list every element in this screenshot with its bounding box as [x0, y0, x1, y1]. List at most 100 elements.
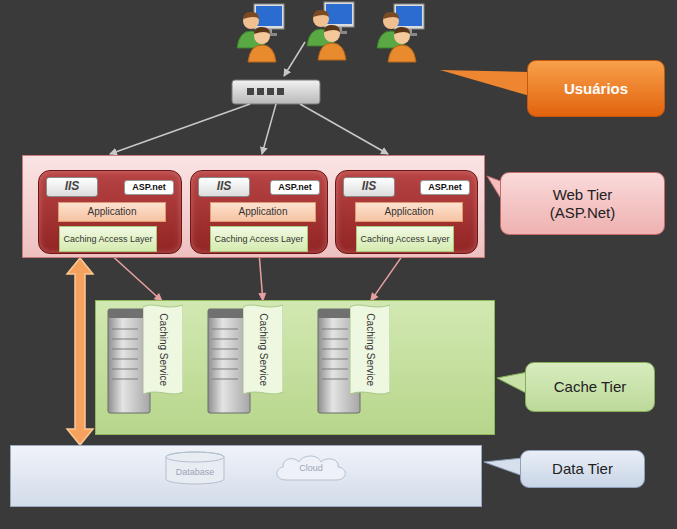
text-holder: Caching Service [350, 302, 390, 397]
text-holder: Caching Service [243, 302, 283, 397]
caching-access-layer: Caching Access Layer [210, 226, 307, 252]
balancer-arrow [110, 104, 250, 154]
node-label: ASP.net [278, 182, 311, 192]
node-label: Application [385, 206, 434, 218]
iis-logo: IIS [343, 177, 395, 197]
caching-access-layer: Caching Access Layer [59, 226, 156, 252]
tier-band: IIS ASP.netApplicationCaching Access Laye… [22, 155, 485, 258]
node-label: Data Tier [552, 460, 613, 477]
caching-service-banner: Caching Service [350, 302, 390, 397]
connector-line [373, 252, 405, 297]
callout-pointer [440, 70, 530, 96]
user-icon [377, 4, 424, 62]
text-holder: ASP.net [271, 181, 319, 194]
connector-line [108, 252, 159, 298]
caching-service-banner: Caching Service [243, 302, 283, 397]
node-label: Caching Access Layer [214, 234, 303, 244]
connector [258, 252, 266, 302]
request-arrow [284, 42, 305, 76]
text-holder: Caching Access Layer [211, 227, 306, 251]
switch-port [247, 88, 254, 95]
callout-pointer [484, 458, 523, 476]
application-box: Application [355, 202, 463, 222]
user-icon [307, 2, 354, 60]
callout-box: Usuários [527, 60, 665, 117]
callout-box: Web Tier (ASP.Net) [500, 172, 665, 235]
connector-line [259, 252, 263, 296]
text-holder: Data Tier [521, 451, 644, 487]
text-holder: ASP.net [421, 181, 469, 194]
web-server-box: IIS ASP.netApplicationCaching Access Laye… [335, 170, 478, 254]
iis-logo: IIS [46, 177, 98, 197]
node-label: Web Tier (ASP.Net) [533, 186, 633, 221]
node-label: Caching Service [157, 313, 169, 386]
callout-pointer [497, 372, 528, 394]
node-label: Caching Service [257, 313, 269, 386]
node-label: Application [239, 206, 288, 218]
node-label: Caching Access Layer [360, 234, 449, 244]
text-holder: Caching Access Layer [60, 227, 155, 251]
web-server-box: IIS ASP.netApplicationCaching Access Laye… [190, 170, 328, 254]
cylinder-top [166, 452, 224, 462]
text-holder: IIS [47, 178, 97, 196]
text-holder: Cache Tier [526, 363, 654, 411]
cloud-outline [277, 456, 345, 480]
web-server-box: IIS ASP.netApplicationCaching Access Laye… [38, 170, 182, 254]
balancer-arrow [262, 104, 276, 154]
connector [108, 252, 163, 302]
aspnet-logo: ASP.net [270, 180, 320, 195]
balancer-arrow [300, 104, 388, 154]
text-holder: Web Tier (ASP.Net) [501, 173, 664, 234]
node-label: Caching Service [364, 313, 376, 386]
text-holder: Caching Service [143, 302, 183, 397]
text-holder: Usuários [528, 61, 664, 116]
caching-service-banner: Caching Service [143, 302, 183, 397]
aspnet-logo: ASP.net [420, 180, 470, 195]
cylinder-body [166, 452, 224, 484]
cloud-shape: Cloud [272, 454, 350, 482]
switch-port [267, 88, 274, 95]
aspnet-logo: ASP.net [124, 180, 174, 195]
switch-box [232, 80, 320, 104]
user-icon [237, 4, 284, 62]
text-holder: IIS [199, 178, 249, 196]
node-label: IIS [65, 180, 80, 194]
switch-port [257, 88, 264, 95]
text-holder: Caching Access Layer [357, 227, 452, 251]
banner-outline [143, 305, 183, 394]
database-cylinder: Database [165, 451, 225, 485]
node-label: Application [88, 206, 137, 218]
node-label: IIS [362, 180, 377, 194]
text-holder: Database [165, 451, 225, 485]
node-label: Caching Access Layer [63, 234, 152, 244]
node-label: Cache Tier [554, 378, 627, 395]
application-box: Application [210, 202, 316, 222]
connector [67, 258, 93, 445]
node-label: Usuários [564, 80, 628, 97]
text-holder: Application [356, 203, 462, 221]
text-holder: Cloud [272, 454, 350, 482]
node-label: Database [176, 467, 215, 477]
node-label: IIS [217, 180, 232, 194]
callout-box: Cache Tier [525, 362, 655, 412]
tier-band: Caching Service Caching Service Caching Se… [95, 300, 495, 435]
text-holder: ASP.net [125, 181, 173, 194]
node-label: ASP.net [428, 182, 461, 192]
callout-box: Data Tier [520, 450, 645, 488]
banner-outline [243, 305, 283, 394]
iis-logo: IIS [198, 177, 250, 197]
banner-outline [350, 305, 390, 394]
node-label: ASP.net [132, 182, 165, 192]
tier-band: Database Cloud [10, 445, 482, 507]
double-arrow [67, 258, 93, 445]
text-holder: Application [211, 203, 315, 221]
application-box: Application [58, 202, 166, 222]
text-holder: Application [59, 203, 165, 221]
switch-port [277, 88, 284, 95]
caching-access-layer: Caching Access Layer [356, 226, 453, 252]
node-label: Cloud [299, 463, 323, 473]
text-holder: IIS [344, 178, 394, 196]
connector [370, 252, 405, 302]
